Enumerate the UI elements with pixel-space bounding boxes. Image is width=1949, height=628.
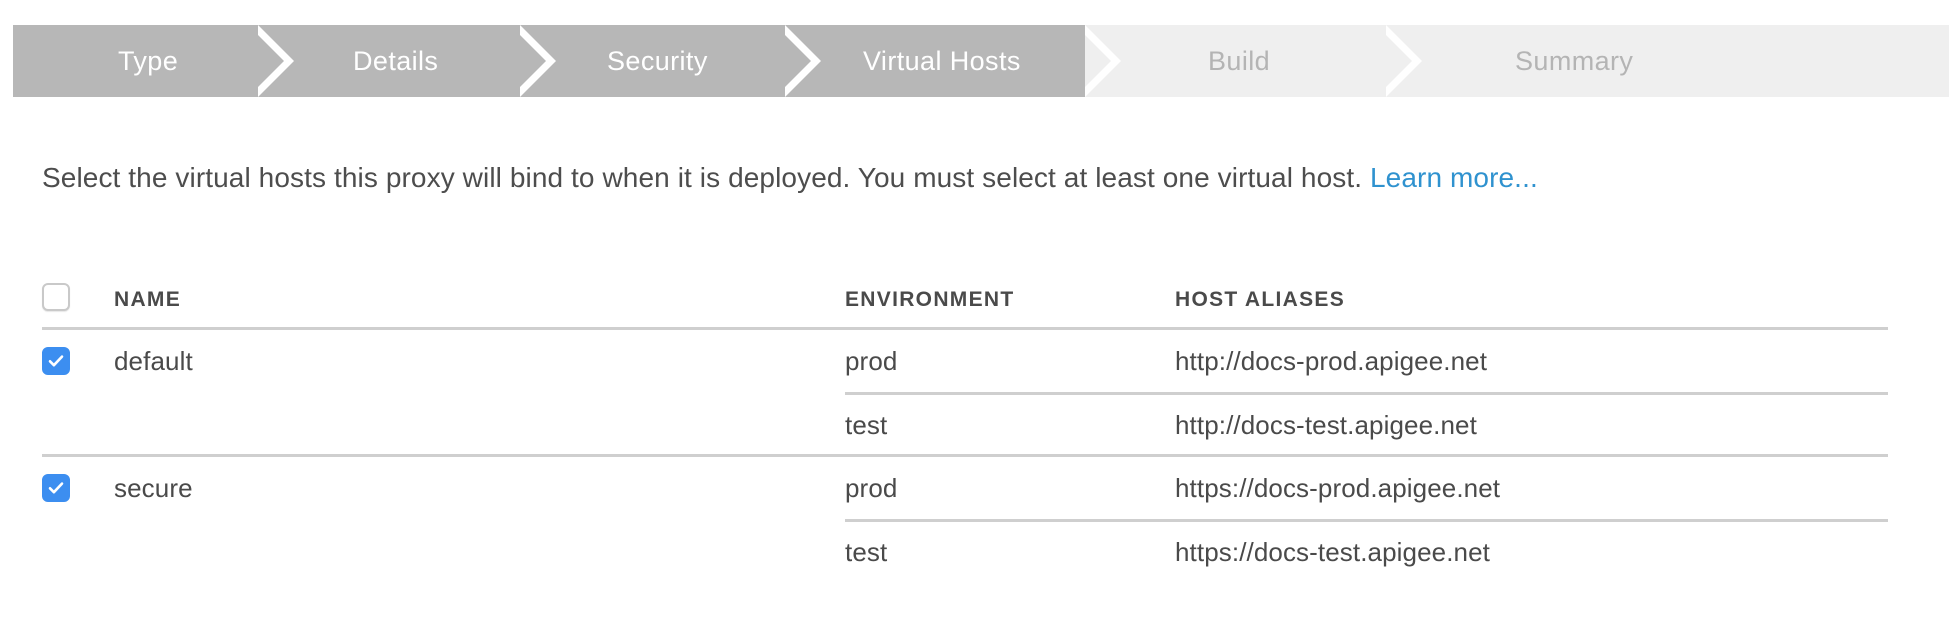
table-subrow: test http://docs-test.apigee.net — [42, 395, 1888, 454]
table-row: secure prod https://docs-prod.apigee.net… — [42, 457, 1888, 581]
wizard-step-label: Security — [607, 45, 708, 76]
table-subrow: secure prod https://docs-prod.apigee.net — [42, 457, 1888, 519]
table-subrow: default prod http://docs-prod.apigee.net — [42, 330, 1888, 392]
divider-spacer — [42, 519, 845, 522]
page-description: Select the virtual hosts this proxy will… — [42, 160, 1538, 195]
table-row: default prod http://docs-prod.apigee.net… — [42, 330, 1888, 454]
wizard-step-bar: Type Details Security Virtual Hosts Buil… — [13, 25, 1949, 97]
wizard-step-label: Summary — [1515, 45, 1634, 76]
wizard-step-label: Details — [353, 45, 439, 76]
row-select-cell — [42, 474, 114, 502]
divider-line — [845, 392, 1888, 395]
table-subrow-divider — [42, 519, 1888, 522]
cell-name: default — [114, 346, 193, 376]
select-all-cell — [42, 283, 114, 316]
cell-host-alias: http://docs-test.apigee.net — [1175, 409, 1477, 440]
table-group-divider — [42, 454, 1888, 457]
wizard-step-build[interactable]: Build — [1085, 25, 1422, 97]
cell-environment: prod — [845, 473, 898, 503]
wizard-step-virtual-hosts[interactable]: Virtual Hosts — [785, 25, 1121, 97]
column-header-host-aliases: HOST ALIASES — [1175, 287, 1346, 311]
description-text: Select the virtual hosts this proxy will… — [42, 162, 1370, 193]
cell-host-alias: https://docs-test.apigee.net — [1175, 536, 1490, 567]
cell-name: secure — [114, 473, 193, 503]
cell-environment: test — [845, 536, 888, 567]
divider-spacer — [42, 392, 845, 395]
cell-environment: prod — [845, 346, 898, 376]
wizard-step-label: Build — [1208, 45, 1271, 76]
learn-more-link[interactable]: Learn more... — [1370, 162, 1538, 193]
wizard-step-label: Type — [118, 45, 179, 76]
row-checkbox[interactable] — [42, 474, 70, 502]
select-all-checkbox[interactable] — [42, 283, 70, 311]
row-checkbox[interactable] — [42, 347, 70, 375]
column-header-environment: ENVIRONMENT — [845, 287, 1015, 311]
wizard-step-details[interactable]: Details — [258, 25, 556, 97]
table-header-row: NAME ENVIRONMENT HOST ALIASES — [42, 272, 1888, 327]
column-header-name: NAME — [114, 287, 182, 311]
wizard-step-summary[interactable]: Summary — [1386, 25, 1949, 97]
table-subrow: test https://docs-test.apigee.net — [42, 522, 1888, 581]
wizard-step-security[interactable]: Security — [520, 25, 821, 97]
wizard-step-type[interactable]: Type — [13, 25, 294, 97]
cell-host-alias: http://docs-prod.apigee.net — [1175, 346, 1488, 376]
wizard-step-label: Virtual Hosts — [863, 45, 1021, 76]
virtual-hosts-table: NAME ENVIRONMENT HOST ALIASES default pr… — [42, 272, 1888, 581]
cell-environment: test — [845, 409, 888, 440]
cell-host-alias: https://docs-prod.apigee.net — [1175, 473, 1501, 503]
table-header-divider — [42, 327, 1888, 330]
row-select-cell — [42, 347, 114, 375]
divider-line — [845, 519, 1888, 522]
table-subrow-divider — [42, 392, 1888, 395]
